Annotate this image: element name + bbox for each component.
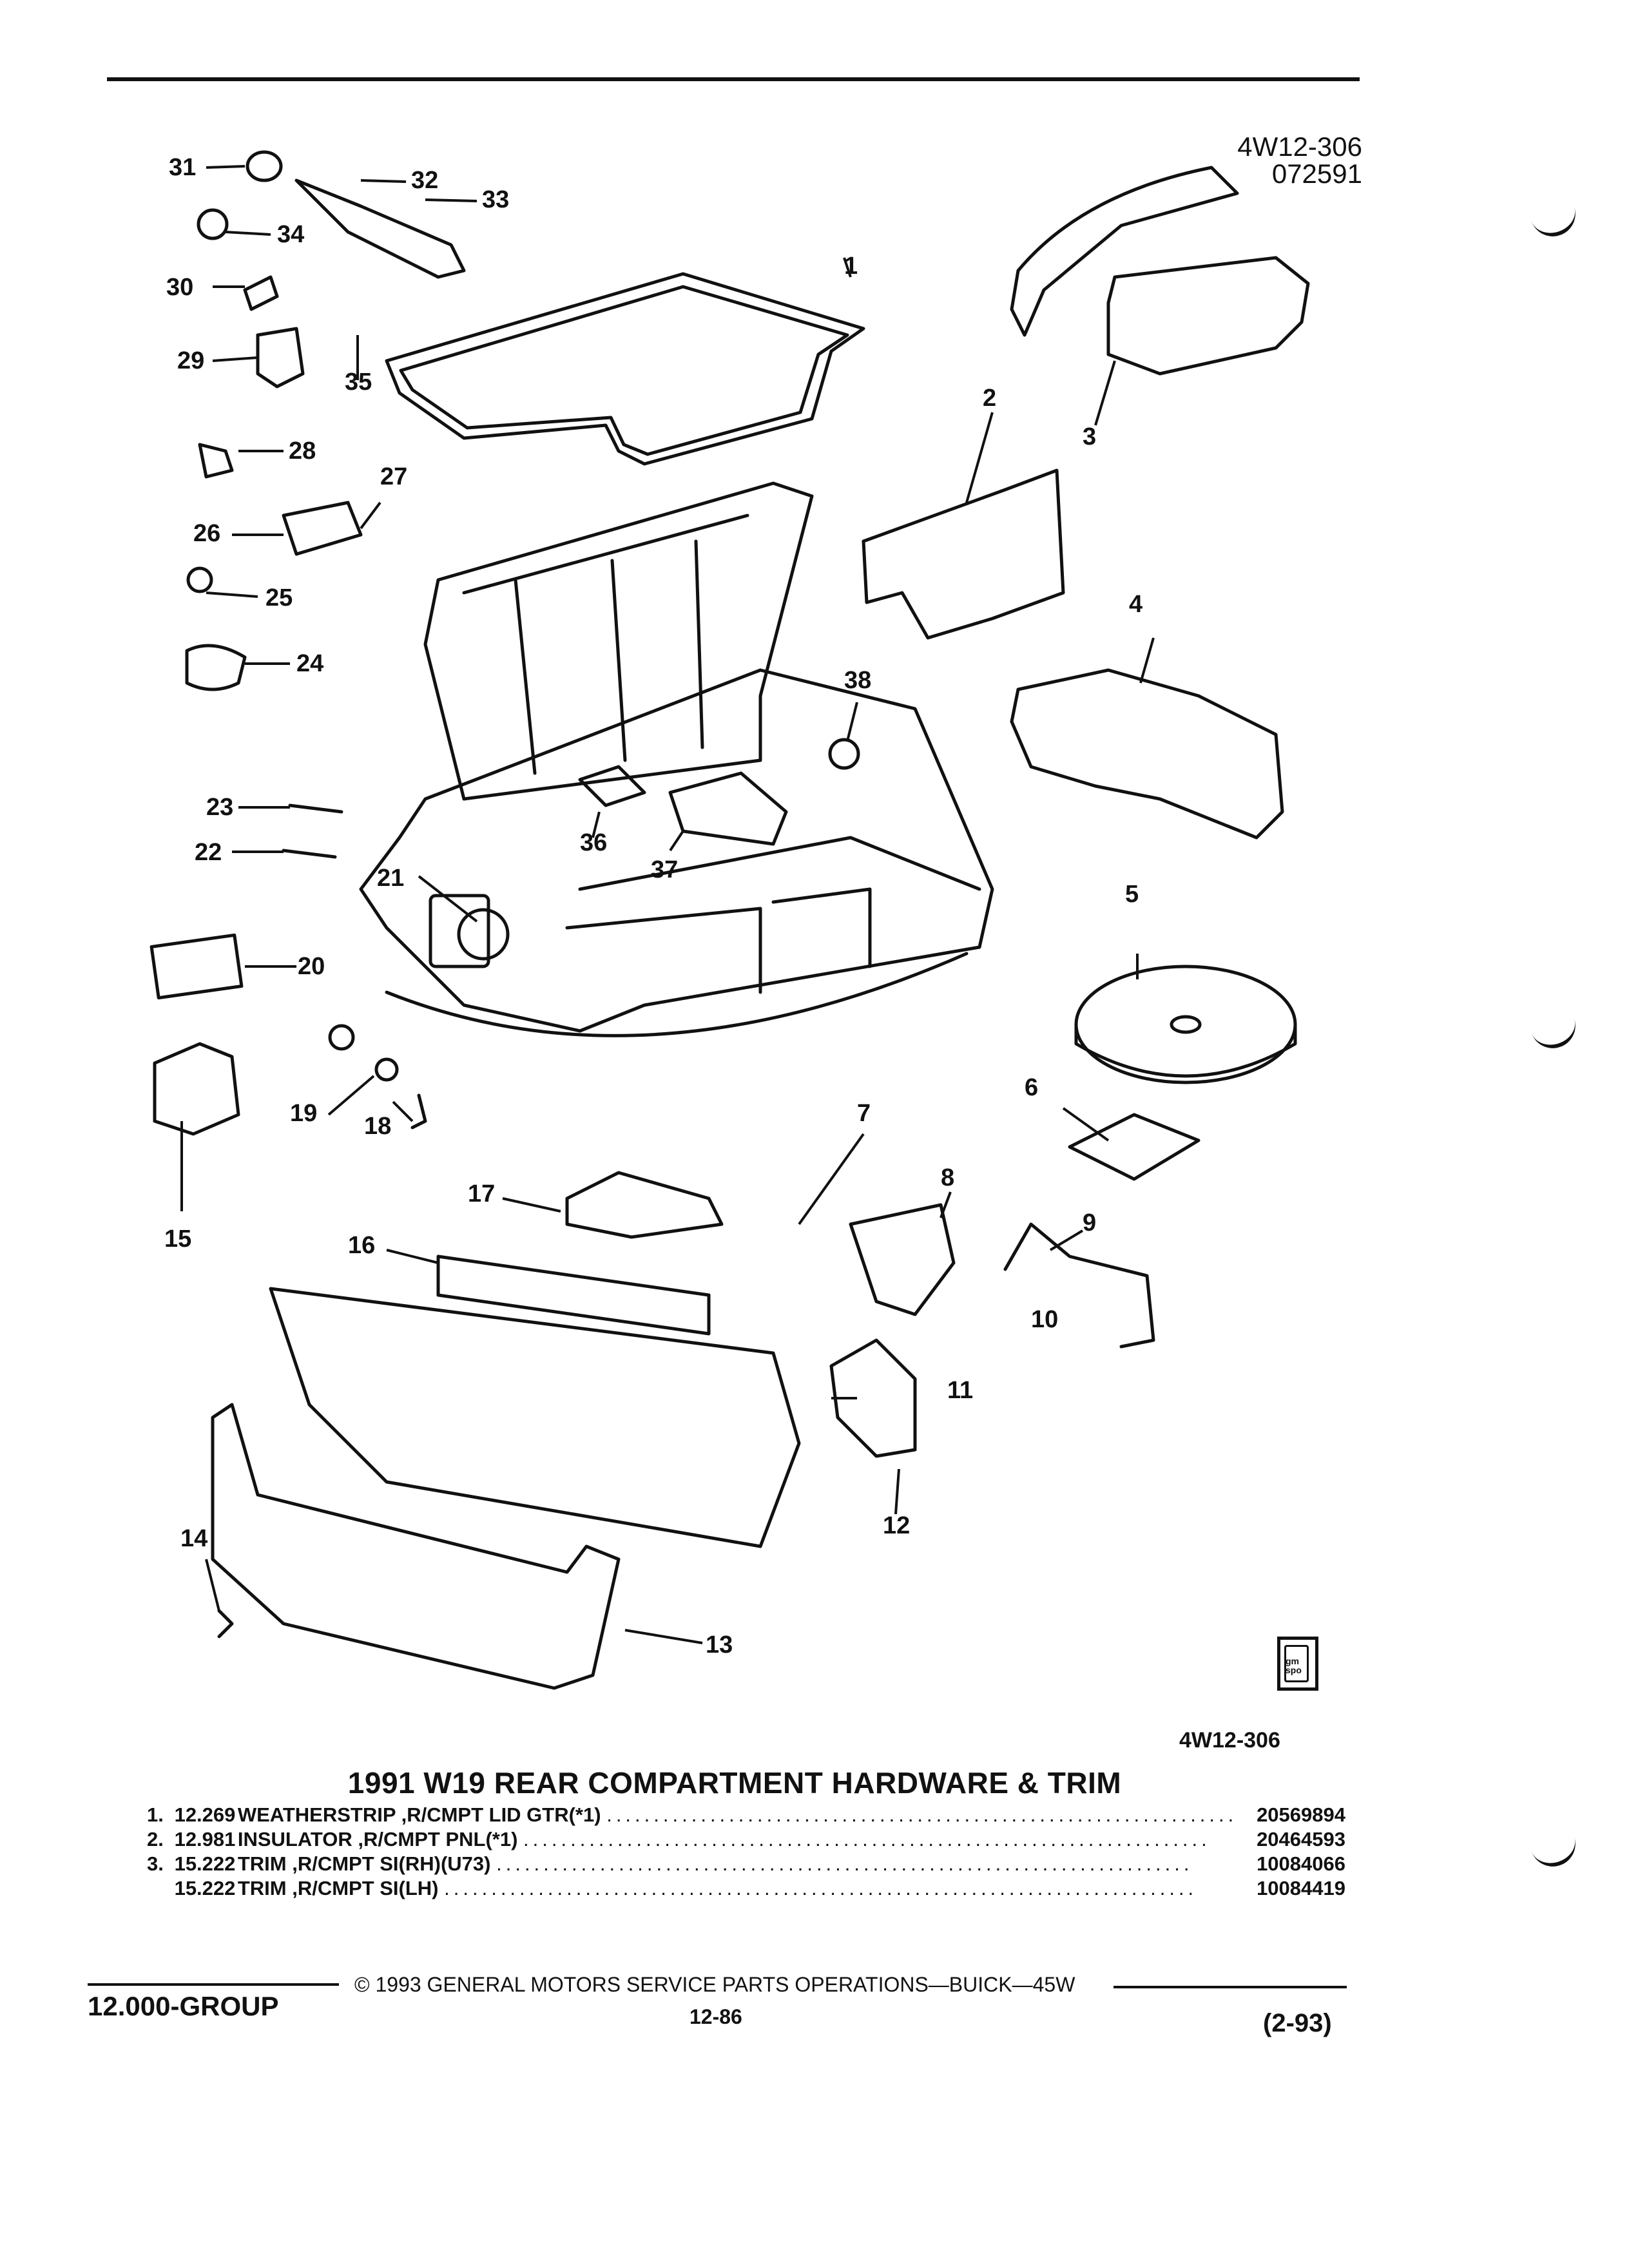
rear-panel-drawing	[269, 1287, 801, 1548]
insulator-drawing	[862, 468, 1065, 640]
trim-lh-drawing	[1010, 668, 1284, 840]
callout-38: 38	[844, 667, 871, 694]
actuator-drawing	[565, 1171, 724, 1239]
section-group: 12.000-GROUP	[88, 1991, 279, 2021]
callout-14: 14	[180, 1525, 207, 1552]
part-number: 20464593	[1257, 1828, 1345, 1850]
group-number: 15.222	[174, 1877, 236, 1899]
weatherstrip-drawing	[385, 272, 865, 466]
top-rule	[107, 77, 1360, 81]
callout-6: 6	[1025, 1074, 1038, 1101]
callout-12: 12	[883, 1512, 910, 1539]
revision-date: (2-93)	[1263, 2009, 1332, 2037]
callout-23: 23	[206, 794, 233, 821]
callout-17: 17	[468, 1180, 495, 1207]
callout-27: 27	[380, 463, 407, 490]
callout-26: 26	[193, 520, 220, 547]
illustration-ref-date: 072591	[1271, 159, 1362, 189]
callout-30: 30	[166, 274, 193, 301]
callout-21: 21	[377, 865, 404, 892]
callout-18: 18	[364, 1113, 391, 1140]
car-body-drawing	[359, 668, 994, 1033]
callout-1: 1	[844, 253, 858, 280]
part-description: INSULATOR ,R/CMPT PNL(*1)	[237, 1828, 518, 1850]
part-number: 20569894	[1257, 1803, 1345, 1826]
exploded-parts-diagram: 1 2 3 4 5 6 7 8 9 10 11 12 13 14 15 16 1…	[149, 150, 1310, 1690]
trunk-lid-drawing	[423, 481, 814, 801]
cable-drawing	[1003, 1222, 1155, 1349]
callout-13: 13	[706, 1631, 733, 1658]
footer-rule-left	[88, 1983, 339, 1986]
leader-lines	[180, 165, 1155, 1644]
callout-10: 10	[1031, 1306, 1058, 1333]
callout-28: 28	[289, 437, 316, 465]
part-description: TRIM ,R/CMPT SI(RH)(U73)	[237, 1852, 491, 1875]
table-row: 3. 15.222 TRIM ,R/CMPT SI(RH)(U73) .....…	[147, 1852, 1345, 1875]
part-description: WEATHERSTRIP ,R/CMPT LID GTR(*1)	[237, 1803, 601, 1826]
badge-text: gm spo	[1286, 1656, 1302, 1675]
footer-rule-right	[1113, 1986, 1347, 1988]
page-title: 1991 W19 REAR COMPARTMENT HARDWARE & TRI…	[347, 1766, 1122, 1800]
label-drawing	[1068, 1113, 1200, 1181]
callout-11: 11	[947, 1377, 973, 1404]
callout-2: 2	[983, 385, 996, 412]
table-row: 1. 12.269 WEATHERSTRIP ,R/CMPT LID GTR(*…	[147, 1803, 1345, 1826]
callout-22: 22	[195, 839, 222, 866]
table-row: 2. 12.981 INSULATOR ,R/CMPT PNL(*1) ....…	[147, 1828, 1345, 1850]
callout-7: 7	[857, 1100, 871, 1127]
item-number	[147, 1876, 175, 1901]
latch-drawing	[849, 1203, 956, 1316]
callout-3: 3	[1083, 423, 1096, 450]
group-number: 15.222	[174, 1852, 236, 1875]
hole-punch-mark	[1531, 1836, 1581, 1872]
callout-labels: 1 2 3 4 5 6 7 8 9 10 11 12 13 14 15 16 1…	[164, 154, 1142, 1658]
item-number: 3.	[147, 1852, 164, 1875]
callout-15: 15	[164, 1225, 191, 1253]
item-number: 1.	[147, 1803, 164, 1826]
gm-spo-badge-icon: gm spo	[1277, 1637, 1318, 1691]
callout-37: 37	[651, 856, 678, 883]
callout-24: 24	[296, 650, 323, 677]
copyright-notice: © 1993 GENERAL MOTORS SERVICE PARTS OPER…	[354, 1973, 1075, 1996]
callout-8: 8	[941, 1164, 954, 1191]
callout-5: 5	[1125, 881, 1139, 908]
group-number: 12.269	[174, 1803, 236, 1826]
callout-33: 33	[482, 186, 509, 213]
callout-29: 29	[177, 347, 204, 374]
callout-20: 20	[298, 953, 325, 980]
callout-36: 36	[580, 829, 607, 856]
parts-table: 1. 12.269 WEATHERSTRIP ,R/CMPT LID GTR(*…	[147, 1803, 1345, 1901]
callout-32: 32	[411, 167, 438, 194]
callout-31: 31	[169, 154, 196, 181]
callout-19: 19	[290, 1100, 317, 1127]
striker-drawing	[829, 1338, 917, 1458]
callout-9: 9	[1083, 1209, 1096, 1236]
spare-cover-drawing	[1074, 965, 1297, 1084]
illustration-ref-code-bottom: 4W12-306	[1179, 1728, 1280, 1753]
group-number: 12.981	[174, 1828, 236, 1850]
callout-4: 4	[1129, 591, 1142, 618]
item-number: 2.	[147, 1828, 164, 1850]
table-row: 15.222 TRIM ,R/CMPT SI(LH) .............…	[147, 1876, 1345, 1901]
trim-rh-drawing	[1106, 256, 1310, 376]
part-description: TRIM ,R/CMPT SI(LH)	[237, 1877, 439, 1899]
callout-34: 34	[277, 221, 304, 248]
illustration-ref-code: 4W12-306	[1237, 131, 1362, 162]
callout-25: 25	[265, 584, 293, 611]
rear-fascia-drawing	[211, 1403, 621, 1690]
part-number: 10084066	[1257, 1852, 1345, 1875]
callout-35: 35	[345, 369, 372, 396]
part-number: 10084419	[1257, 1877, 1345, 1899]
callout-16: 16	[348, 1232, 375, 1259]
page-number: 12-86	[689, 2005, 742, 2028]
